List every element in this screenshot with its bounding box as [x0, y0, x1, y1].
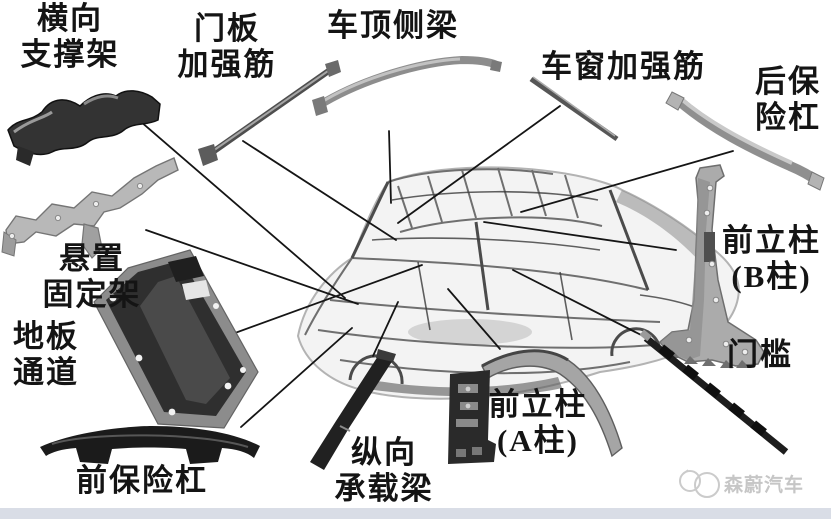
label-line: (A柱): [496, 422, 580, 458]
label-line: 前保险杠: [76, 463, 208, 498]
label-line: (B柱): [731, 258, 812, 294]
label-line: 通道: [13, 354, 79, 390]
label-line: 承载梁: [334, 470, 434, 506]
part-b-pillar: [658, 164, 765, 368]
part-floor-tunnel: [93, 249, 259, 429]
footer-bar: [0, 508, 831, 519]
label-line: 车窗加强筋: [541, 49, 706, 84]
label-a-pillar: 前立柱 (A柱): [480, 387, 596, 459]
label-line: 险杠: [755, 99, 821, 135]
label-transverse-support-frame: 横向 支撑架: [4, 1, 136, 73]
label-door-panel-rib: 门板 加强筋: [164, 11, 290, 83]
watermark-text: 森蔚汽车: [724, 475, 805, 496]
part-roof-side-beam: [312, 55, 502, 116]
label-line: 后保: [755, 64, 821, 99]
part-front-bumper: [40, 426, 260, 464]
label-door-sill: 门槛: [727, 337, 793, 373]
label-line: 地板: [13, 319, 79, 354]
part-transverse-support-frame: [7, 90, 161, 166]
car-body-frame: [296, 166, 740, 400]
part-door-panel-rib: [198, 60, 341, 166]
label-line: 悬置: [59, 241, 125, 276]
label-line: 横向: [37, 1, 103, 36]
label-rear-bumper: 后保 险杠: [746, 64, 830, 136]
label-roof-side-beam: 车顶侧梁: [327, 8, 459, 44]
part-rear-bumper: [665, 91, 825, 191]
label-line: 纵向: [351, 435, 417, 470]
label-longitudinal-beam: 纵向 承载梁: [323, 435, 445, 507]
label-line: 车顶侧梁: [327, 8, 459, 43]
part-a-pillar: [448, 349, 623, 464]
label-front-bumper: 前保险杠: [76, 463, 208, 499]
label-line: 门槛: [727, 337, 793, 372]
leader-lines: [139, 105, 734, 428]
part-longitudinal-beam: [310, 349, 396, 470]
label-line: 门板: [194, 11, 260, 46]
label-line: 支撑架: [20, 36, 120, 72]
label-floor-tunnel: 地板 通道: [0, 319, 92, 391]
part-suspension-bracket: [1, 157, 179, 259]
label-suspension-bracket: 悬置 固定架: [32, 241, 152, 313]
label-line: 加强筋: [177, 46, 277, 82]
label-window-rib: 车窗加强筋: [541, 49, 706, 85]
label-b-pillar: 前立柱 (B柱): [712, 223, 831, 295]
watermark-logo-icon: [679, 469, 720, 498]
part-door-sill: [639, 329, 789, 455]
label-line: 固定架: [42, 276, 142, 312]
part-window-rib: [529, 76, 619, 142]
label-line: 前立柱: [488, 387, 588, 422]
label-line: 前立柱: [722, 223, 821, 258]
